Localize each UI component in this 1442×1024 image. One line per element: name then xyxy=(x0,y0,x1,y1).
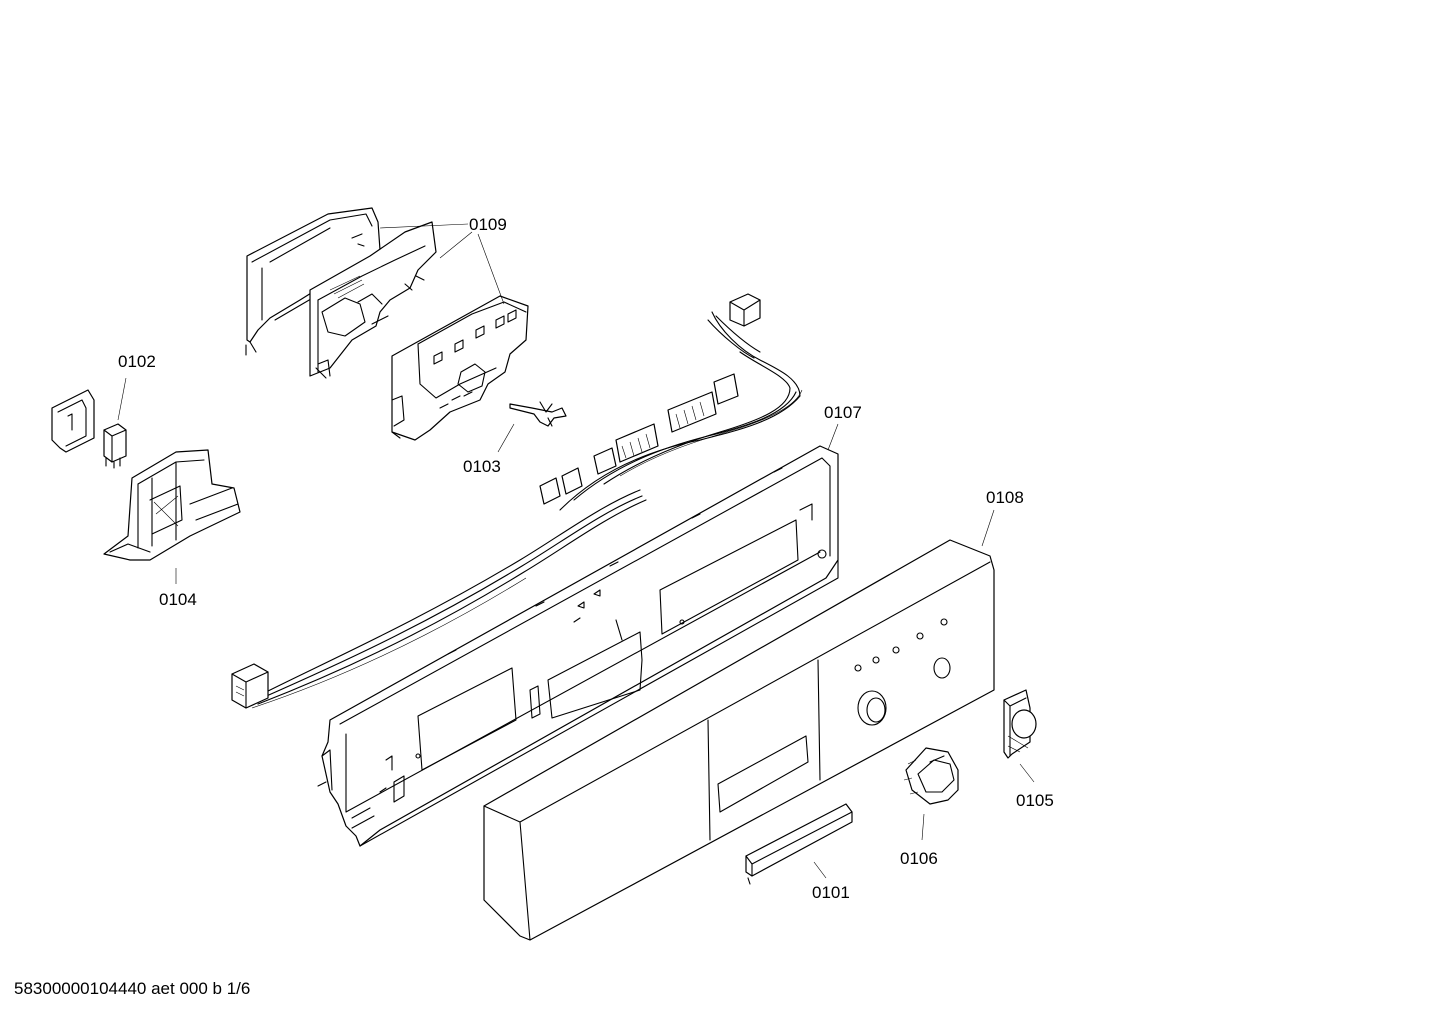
callout-0109: 0109 xyxy=(469,215,507,234)
callout-0105: 0105 xyxy=(1016,791,1054,810)
callout-0101: 0101 xyxy=(812,883,850,902)
callout-0108: 0108 xyxy=(986,488,1024,507)
part-0106-knob xyxy=(903,747,959,805)
callout-0103: 0103 xyxy=(463,457,501,476)
part-0107-frame xyxy=(317,445,839,847)
part-0102-cover xyxy=(51,389,95,453)
part-0107-harness xyxy=(231,293,803,709)
callout-0106: 0106 xyxy=(900,849,938,868)
part-0109-bracket xyxy=(309,221,437,379)
part-0102-relay xyxy=(103,423,127,469)
part-0108-fascia xyxy=(483,539,995,941)
callout-0104: 0104 xyxy=(159,590,197,609)
part-0103-pin xyxy=(509,401,567,427)
callout-0107: 0107 xyxy=(824,403,862,422)
drawing-reference-footer: 58300000104440 aet 000 b 1/6 xyxy=(14,979,251,998)
part-0104-bracket xyxy=(103,449,241,561)
part-0109-module xyxy=(391,295,529,441)
leader-lines xyxy=(117,223,1035,879)
part-0101-strip xyxy=(745,803,853,885)
callout-0102: 0102 xyxy=(118,352,156,371)
part-0105-button xyxy=(1003,689,1037,759)
